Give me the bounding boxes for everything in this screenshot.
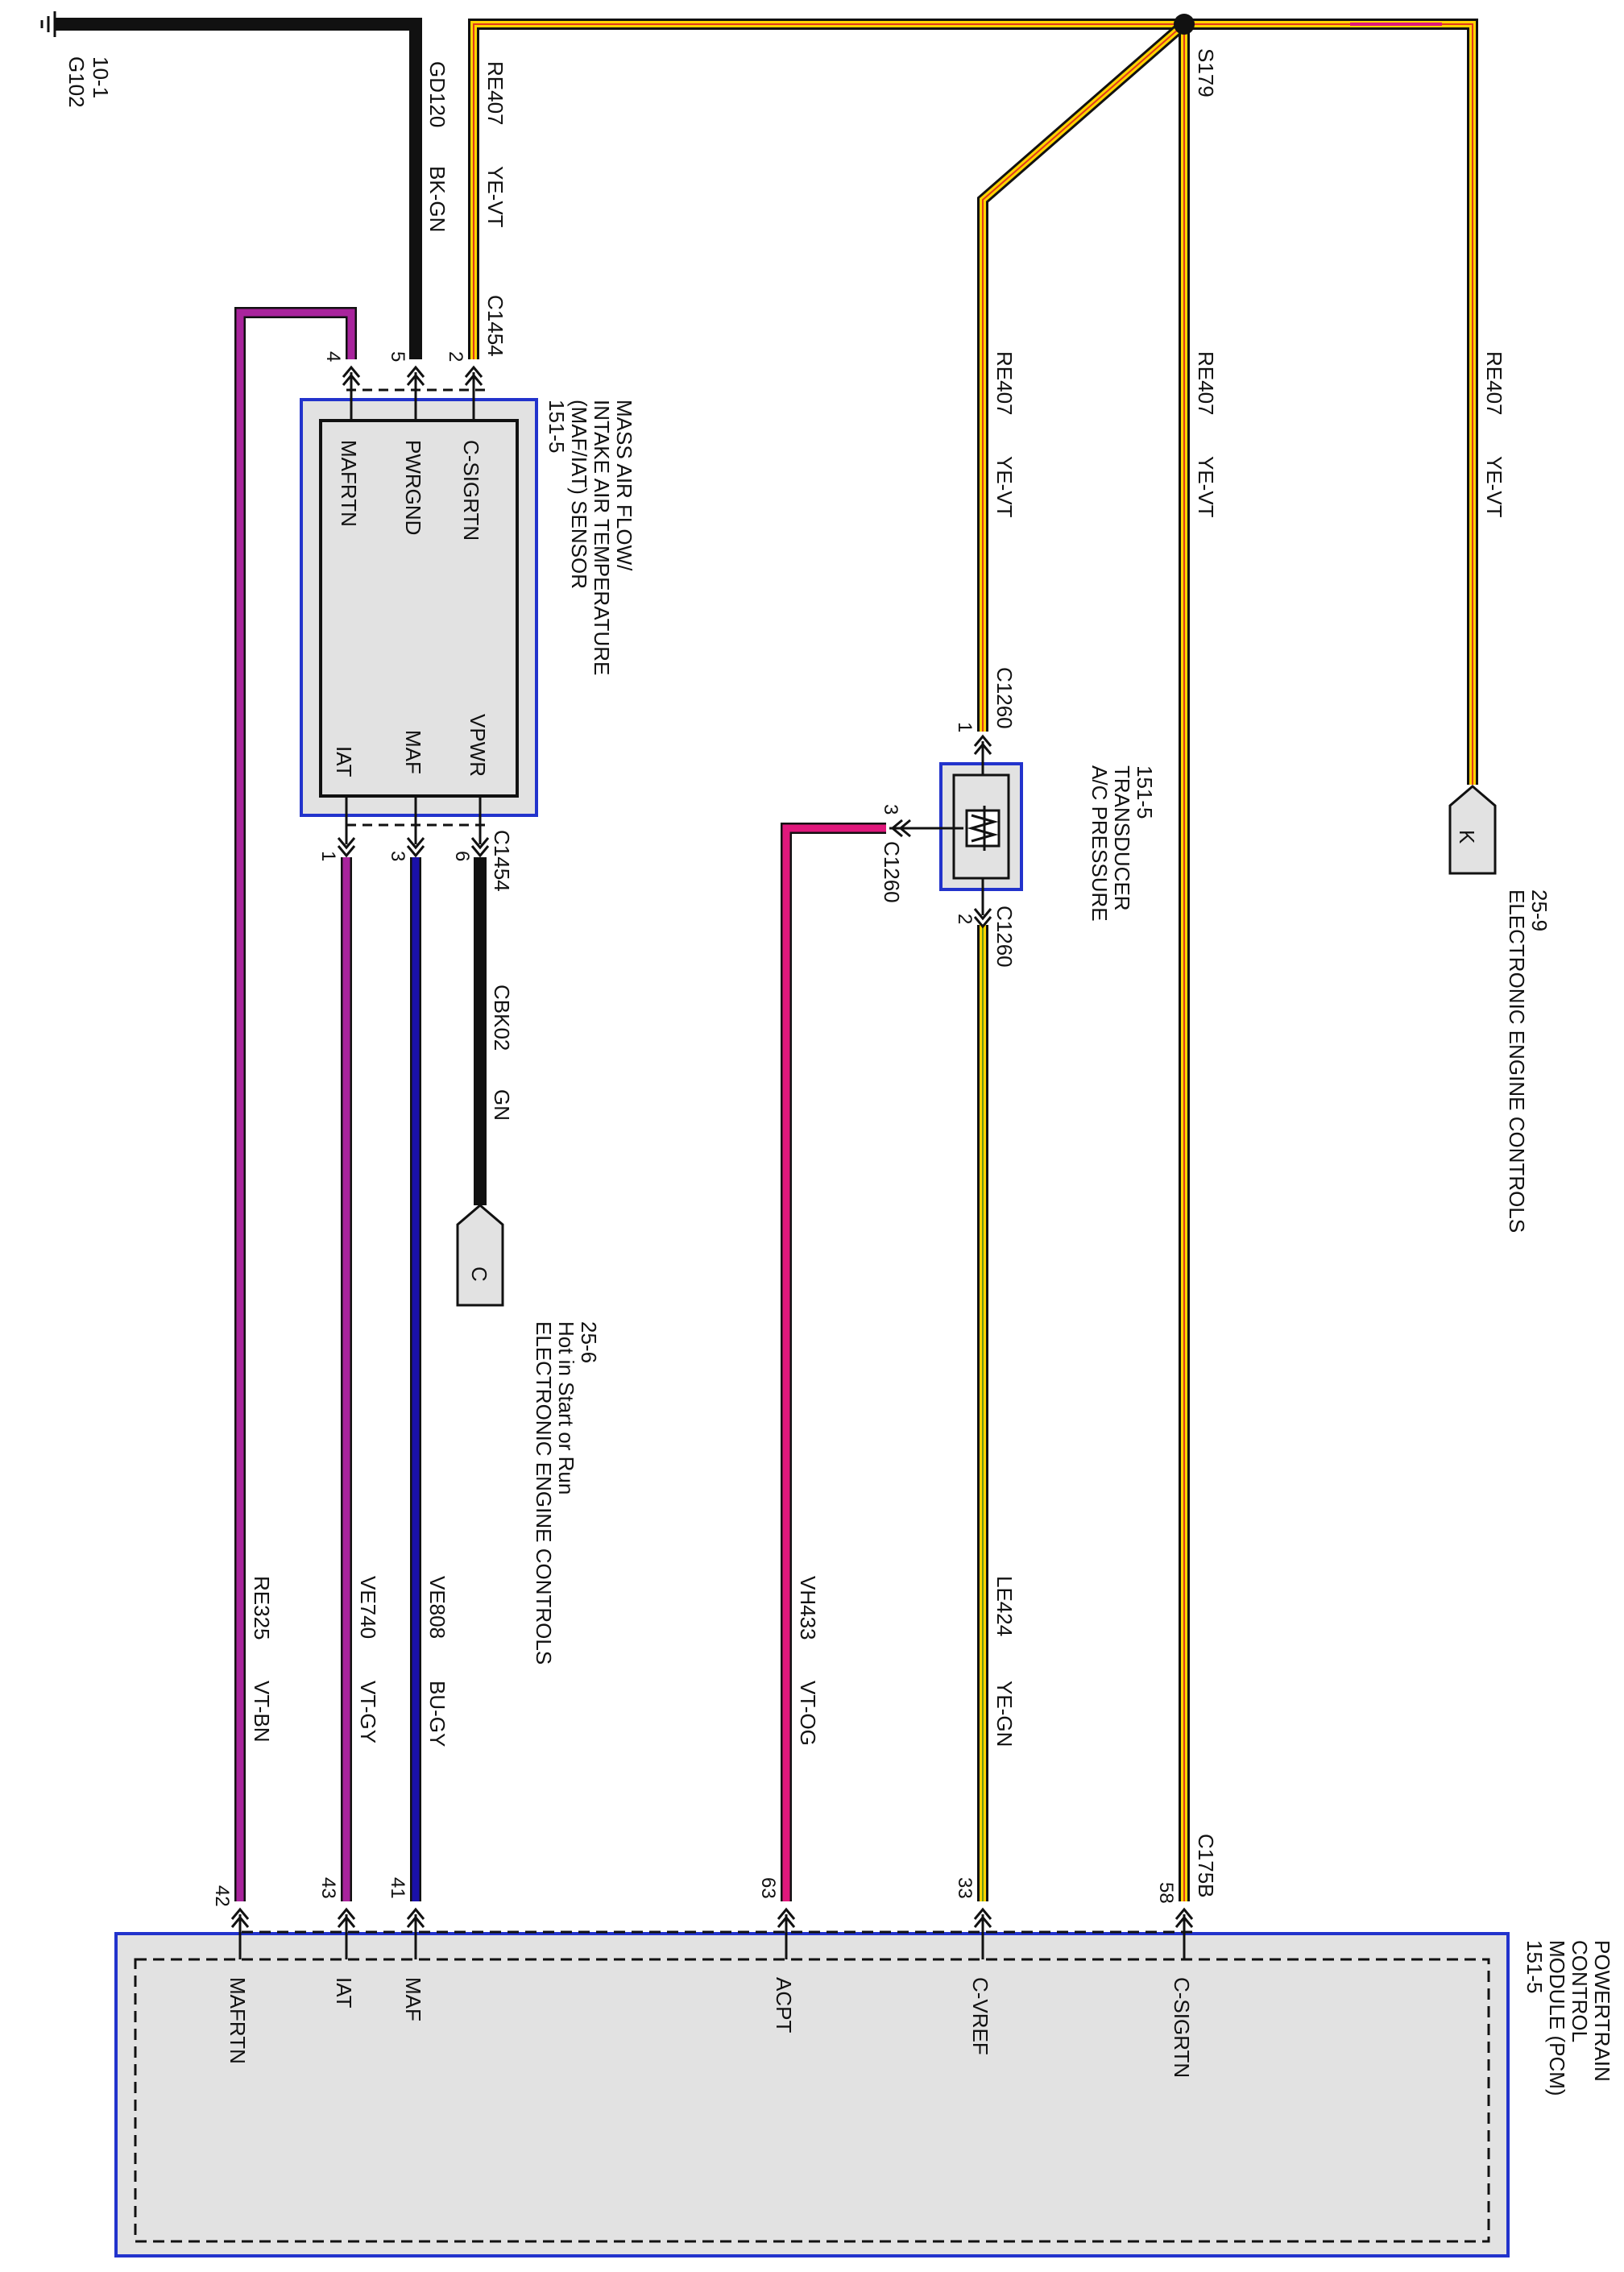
pcm-pin-name: C-VREF <box>968 1977 992 2055</box>
maf-pin-name: MAF <box>401 730 425 774</box>
wire-color: YE-VT <box>483 166 508 228</box>
splice-label: S179 <box>1194 48 1218 97</box>
splice-dot <box>1174 14 1195 35</box>
maf-pin-name: PWRGND <box>401 440 425 535</box>
pcm-connector: C175B <box>1194 1834 1218 1898</box>
wire-re407-ref-k <box>1184 19 1478 785</box>
ground-page: 10-1 <box>89 56 113 98</box>
maf-pin-name: MAFRTN <box>337 440 361 527</box>
wire-circuit: VH433 <box>796 1576 820 1640</box>
ref-k-line: 25-9 <box>1527 889 1552 931</box>
ac-pin-num: 3 <box>880 804 901 815</box>
wire-re407-maf-csigrtn <box>468 19 1184 359</box>
maf-title-line: INTAKE AIR TEMPERATURE <box>590 400 614 675</box>
wire-circuit: VE740 <box>356 1576 380 1639</box>
pcm-title-line: CONTROL <box>1568 1940 1592 2042</box>
pcm-pin-num: 33 <box>954 1877 976 1899</box>
ref-c-line: 25-6 <box>577 1321 601 1363</box>
wire-re407-ac-pin1 <box>977 19 1188 732</box>
variable-resistor-icon <box>965 806 1000 851</box>
ac-pin-num: 2 <box>954 914 976 924</box>
pcm-pin-name: IAT <box>332 1977 356 2009</box>
maf-pin-name: VPWR <box>466 714 490 777</box>
pcm-title-line: MODULE (PCM) <box>1545 1940 1569 2096</box>
maf-title-line: (MAF/IAT) SENSOR <box>567 400 591 589</box>
ac-title-line: TRANSDUCER <box>1110 765 1134 911</box>
pcm-pin-name: MAF <box>401 1977 425 2021</box>
wire-color: BK-GN <box>425 166 450 232</box>
pcm-pin-num: 43 <box>317 1877 339 1899</box>
maf-pin-name: C-SIGRTN <box>459 440 483 541</box>
wire-color: VT-GY <box>356 1681 380 1743</box>
ref-c-line: Hot in Start or Run <box>554 1321 578 1495</box>
pin-stubs <box>238 372 1186 1959</box>
ref-c-line: ELECTRONIC ENGINE CONTROLS <box>532 1321 556 1665</box>
wire-color: VT-BN <box>250 1681 274 1743</box>
wire-circuit: LE424 <box>992 1576 1017 1636</box>
ref-k-letter: K <box>1455 830 1479 844</box>
maf-title-line: MASS AIR FLOW/ <box>612 400 636 571</box>
maf-sensor-module <box>300 388 538 827</box>
wire-color: BU-GY <box>425 1681 450 1747</box>
pcm-pin-name: ACPT <box>772 1977 796 2033</box>
pcm-pin-num: 58 <box>1155 1882 1177 1904</box>
ground-id: G102 <box>64 56 89 108</box>
wire-circuit: CBK02 <box>490 985 514 1051</box>
maf-pin-num: 4 <box>322 351 344 362</box>
ref-k-shape <box>1448 785 1497 875</box>
ac-pin-num: 1 <box>954 722 976 732</box>
wire-color: YE-VT <box>1194 456 1218 518</box>
wire-color: YE-VT <box>992 456 1017 518</box>
ref-c-letter: C <box>467 1267 491 1282</box>
pcm-module <box>114 1930 1510 2257</box>
maf-pin-num: 1 <box>317 851 339 861</box>
wire-circuit: VE808 <box>425 1576 450 1639</box>
pcm-title-line: POWERTRAIN <box>1590 1940 1614 2082</box>
pcm-pin-num: 63 <box>757 1877 779 1899</box>
pcm-pin-name: MAFRTN <box>226 1977 250 2064</box>
ground-icon <box>40 11 56 37</box>
connector-arrows <box>230 365 1194 1928</box>
wire-circuit: RE407 <box>992 351 1017 416</box>
maf-pin-num: 3 <box>387 851 408 861</box>
ac-connector-side: C1260 <box>880 841 904 903</box>
wire-gd120-bk-gn <box>55 18 422 359</box>
wire-circuit: RE407 <box>1194 351 1218 416</box>
pcm-pin-num: 42 <box>211 1885 233 1907</box>
wire-circuit: RE325 <box>250 1576 274 1640</box>
wire-color: YE-GN <box>992 1681 1017 1747</box>
maf-title-line: 151-5 <box>545 400 569 454</box>
maf-pin-num: 5 <box>387 351 408 362</box>
wire-color: YE-VT <box>1482 456 1506 518</box>
wire-circuit: RE407 <box>483 61 508 126</box>
maf-pin-num: 6 <box>451 851 473 861</box>
maf-connector-top: C1454 <box>483 295 508 357</box>
pcm-title-line: 151-5 <box>1522 1940 1547 1994</box>
wire-color: VT-OG <box>796 1681 820 1746</box>
wire-circuit: RE407 <box>1482 351 1506 416</box>
wire-color: GN <box>490 1089 514 1121</box>
ac-title-line: 151-5 <box>1133 765 1157 819</box>
ac-connector-top: C1260 <box>992 667 1017 729</box>
wire-re325-vt-bn <box>234 307 357 1901</box>
ac-transducer-module <box>939 762 1023 891</box>
maf-pin-num: 2 <box>445 351 466 362</box>
ac-title-line: A/C PRESSURE <box>1088 765 1112 922</box>
ref-c-shape <box>456 1204 504 1307</box>
ac-connector-bottom: C1260 <box>992 906 1017 968</box>
pcm-pin-num: 41 <box>387 1877 408 1899</box>
ref-k-line: ELECTRONIC ENGINE CONTROLS <box>1505 889 1529 1233</box>
pcm-pin-name: C-SIGRTN <box>1170 1977 1194 2078</box>
maf-pin-name: IAT <box>332 746 356 777</box>
wire-circuit: GD120 <box>425 61 450 127</box>
maf-connector-bottom: C1454 <box>490 830 514 892</box>
